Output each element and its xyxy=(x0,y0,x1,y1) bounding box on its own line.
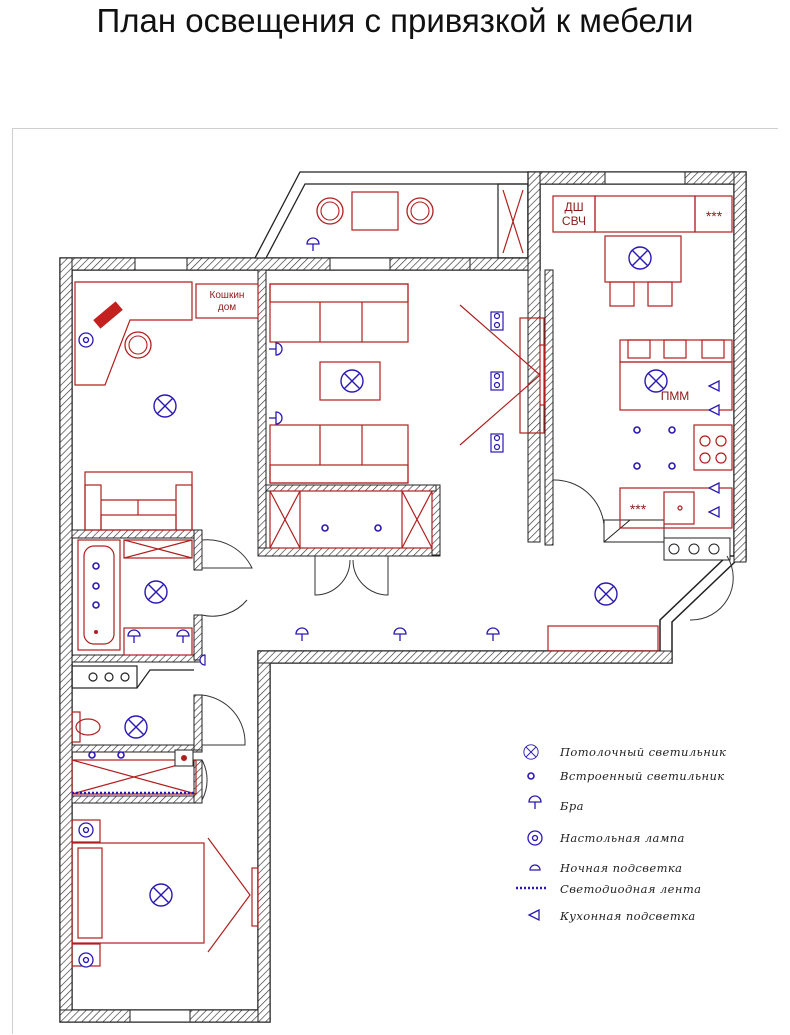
legend-item-night: Ночная подсветка xyxy=(529,861,682,875)
legend-item-led: Светодиодная лента xyxy=(516,882,701,896)
furniture xyxy=(71,189,733,967)
legend-label-ceiling: Потолочный светильник xyxy=(559,745,726,759)
page-title: План освещения с привязкой к мебели xyxy=(96,2,694,39)
cat-house-label-1: Кошкин xyxy=(210,290,245,301)
legend-label-night: Ночная подсветка xyxy=(559,861,682,875)
doors xyxy=(201,479,734,801)
washer-label: ПММ xyxy=(661,389,690,403)
walls xyxy=(59,171,747,1023)
room-labels: Кошкин дом ДШ СВЧ ПММ *** *** xyxy=(210,200,723,517)
legend-label-kitchen: Кухонная подсветка xyxy=(559,909,696,923)
drawing-frame xyxy=(12,128,778,1034)
legend-label-sconce: Бра xyxy=(559,799,584,813)
legend-item-table-lamp: Настольная лампа xyxy=(527,830,685,846)
hob-label-top: *** xyxy=(706,208,723,224)
legend: Потолочный светильник Встроенный светиль… xyxy=(516,744,726,923)
legend-item-ceiling: Потолочный светильник xyxy=(523,744,726,760)
legend-item-recessed: Встроенный светильник xyxy=(527,769,725,783)
legend-item-sconce: Бра xyxy=(528,795,584,813)
microwave-label: СВЧ xyxy=(562,214,586,228)
hob-label-bottom: *** xyxy=(630,501,647,517)
dishwasher-label: ДШ xyxy=(564,200,583,214)
legend-label-table-lamp: Настольная лампа xyxy=(559,831,685,845)
legend-label-led: Светодиодная лента xyxy=(560,882,701,896)
legend-label-recessed: Встроенный светильник xyxy=(559,769,725,783)
legend-item-kitchen: Кухонная подсветка xyxy=(528,909,696,923)
lighting xyxy=(78,237,720,968)
cat-house-label-2: дом xyxy=(218,302,236,313)
